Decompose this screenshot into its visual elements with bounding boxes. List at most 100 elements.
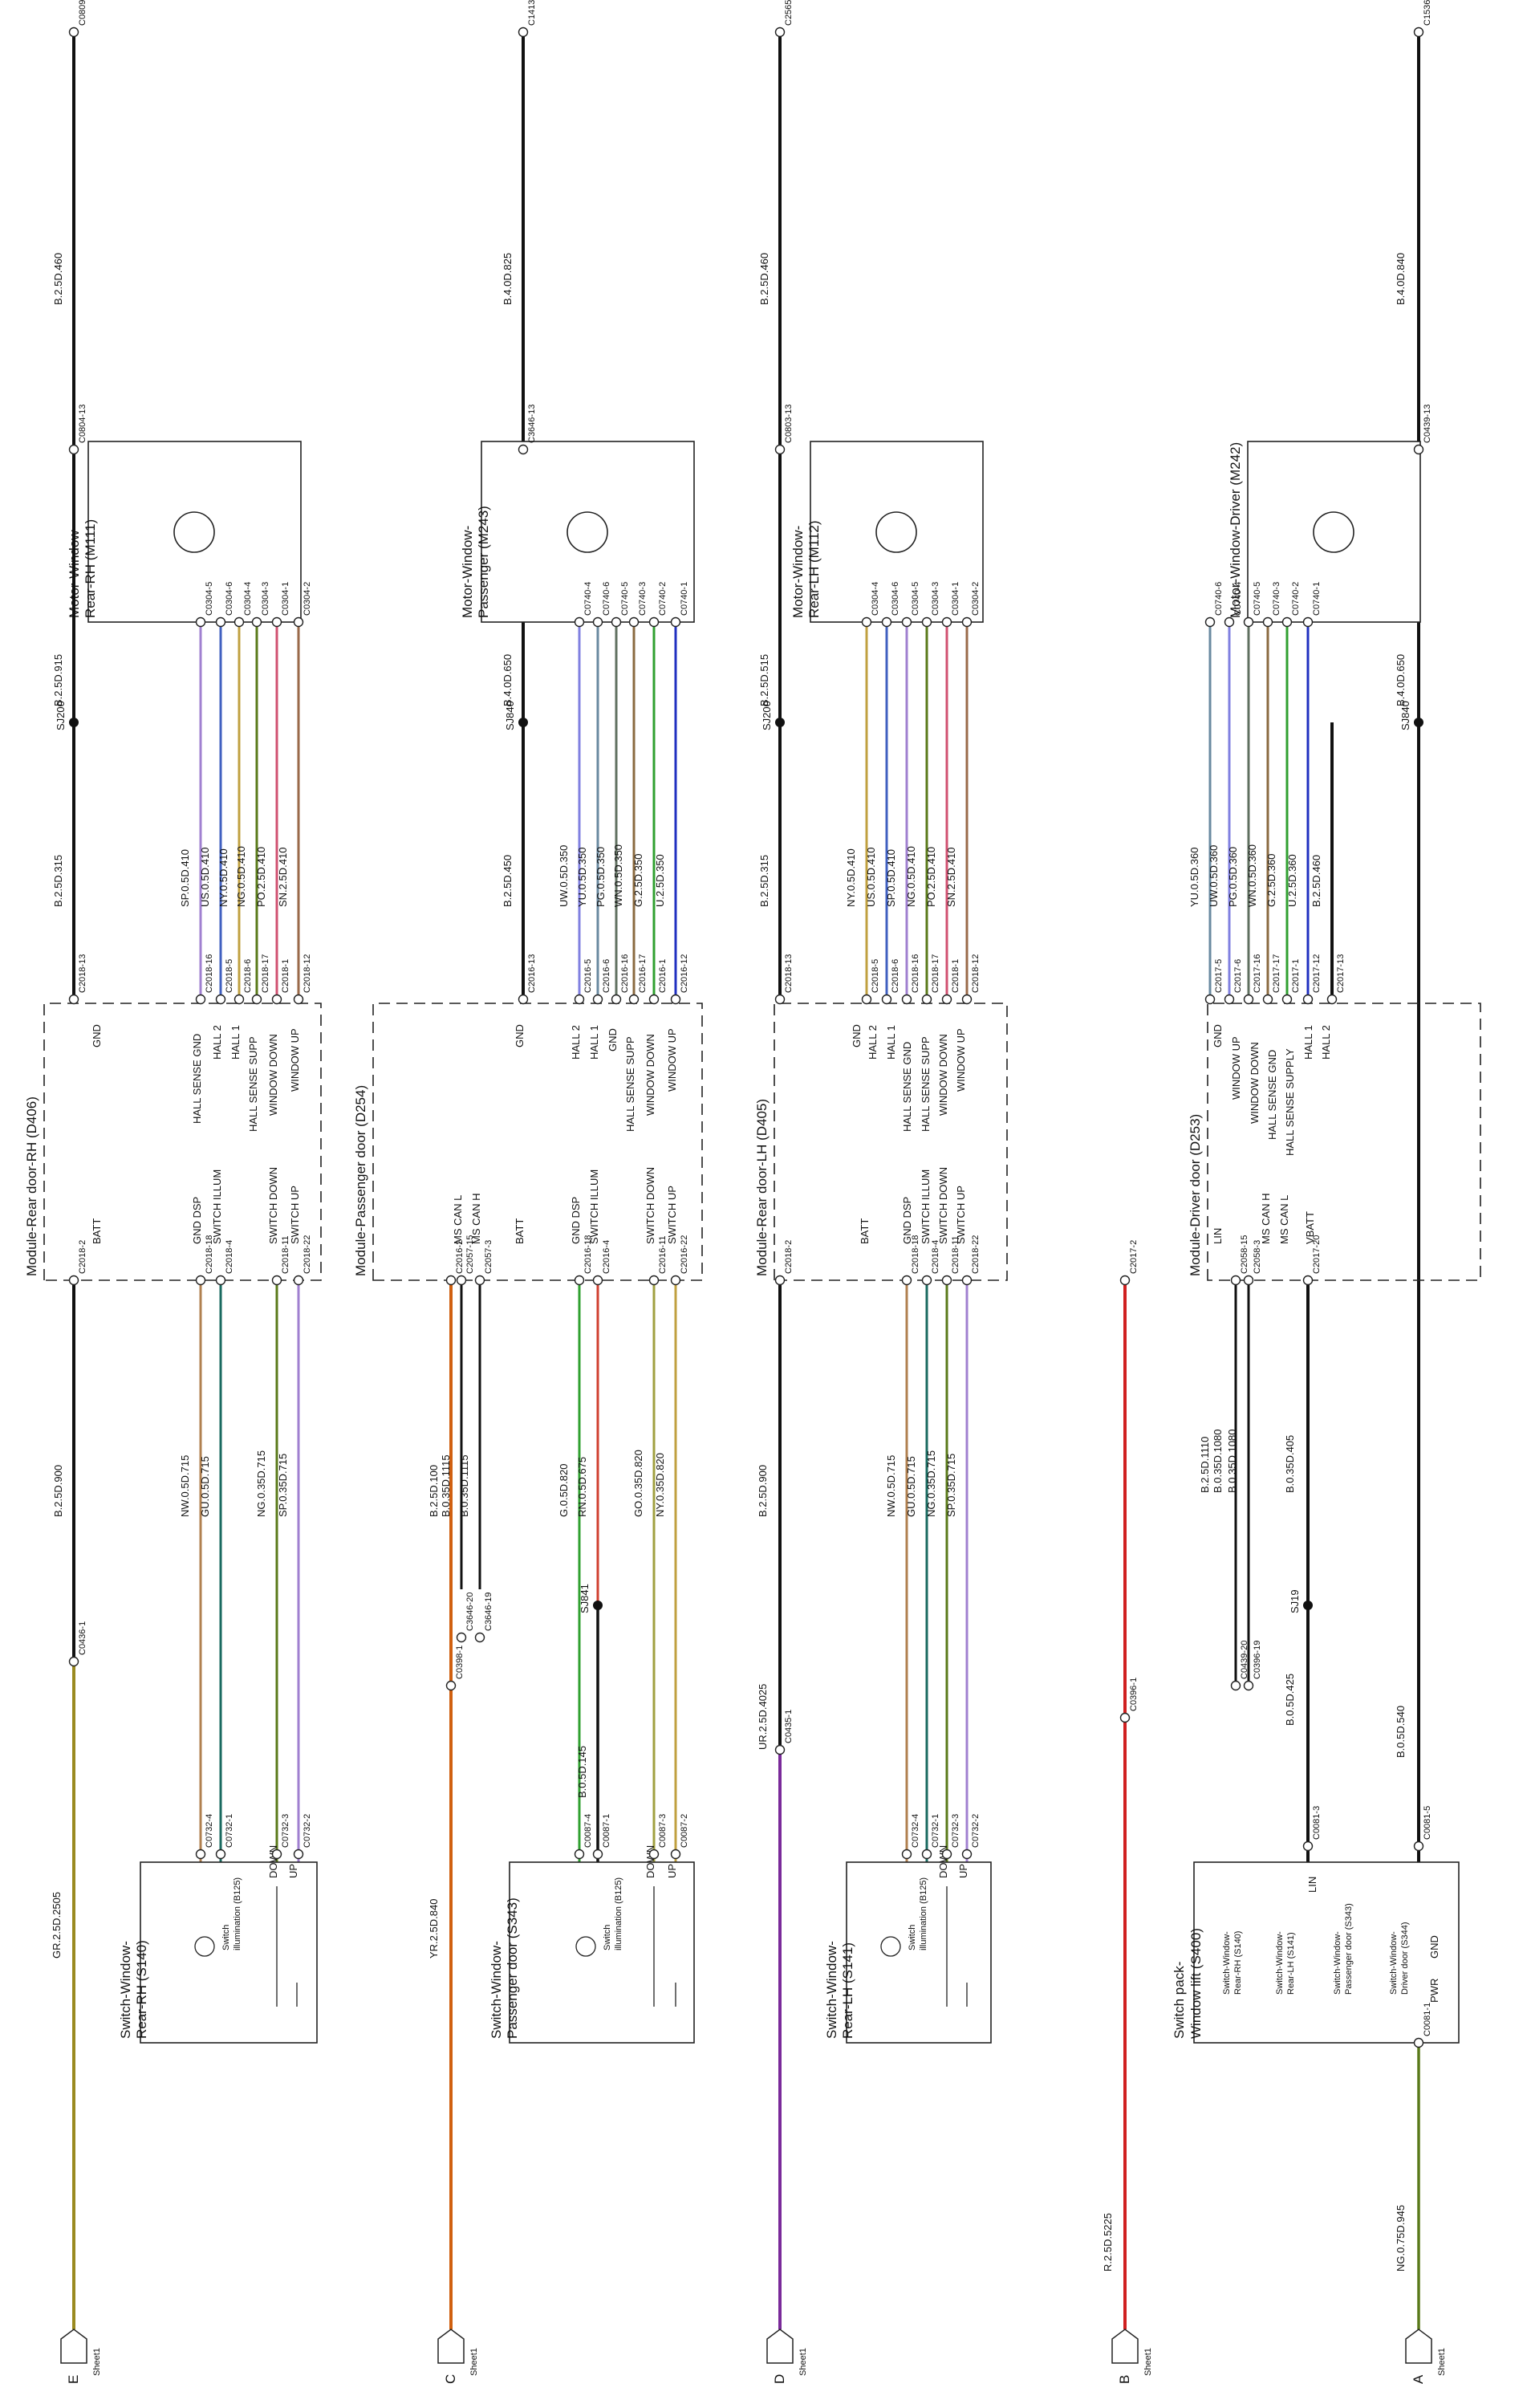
connector-pin[interactable] xyxy=(1230,1680,1241,1691)
connector-pin[interactable] xyxy=(456,1275,467,1286)
connector-pin[interactable] xyxy=(1243,616,1254,628)
connector-pin[interactable] xyxy=(293,1275,304,1286)
connector-pin[interactable] xyxy=(518,994,529,1005)
connector-pin[interactable] xyxy=(1302,616,1314,628)
connector-pin[interactable] xyxy=(215,1275,226,1286)
sheet-ref-C[interactable]: C Sheet1 xyxy=(437,2329,479,2384)
motor-window-driver-m242[interactable]: Motor-Window-Driver (M242) xyxy=(1228,441,1421,623)
connector-pin[interactable] xyxy=(648,1849,660,1860)
connector-pin[interactable] xyxy=(518,444,529,455)
connector-pin[interactable] xyxy=(1413,1841,1424,1852)
connector-pin[interactable] xyxy=(961,1849,973,1860)
connector-pin[interactable] xyxy=(628,994,640,1005)
sheet-ref-D[interactable]: D Sheet1 xyxy=(766,2329,808,2384)
connector-pin[interactable] xyxy=(901,1275,912,1286)
connector-pin[interactable] xyxy=(670,616,681,628)
connector-pin[interactable] xyxy=(901,1849,912,1860)
connector-pin[interactable] xyxy=(293,1849,304,1860)
module-rear-door-rh-d406[interactable]: Module-Rear door-RH (D406) SWITCH UP SWI… xyxy=(24,1003,322,1281)
connector-pin[interactable] xyxy=(474,1632,485,1643)
connector-pin[interactable] xyxy=(251,994,262,1005)
connector-pin[interactable] xyxy=(670,1275,681,1286)
connector-pin[interactable] xyxy=(941,616,952,628)
connector-pin[interactable] xyxy=(921,1275,932,1286)
connector-pin[interactable] xyxy=(195,1275,206,1286)
connector-pin[interactable] xyxy=(1204,616,1216,628)
switch-window-rear-rh-s140[interactable]: Switch-Window- Rear-RH (S140) UP DOWN Sw… xyxy=(118,1845,318,2044)
connector-pin[interactable] xyxy=(670,994,681,1005)
connector-pin[interactable] xyxy=(68,444,79,455)
connector-pin[interactable] xyxy=(1281,616,1293,628)
connector-pin[interactable] xyxy=(1413,444,1424,455)
connector-pin[interactable] xyxy=(68,26,79,38)
connector-pin[interactable] xyxy=(293,994,304,1005)
connector-pin[interactable] xyxy=(1224,616,1235,628)
connector-pin[interactable] xyxy=(921,616,932,628)
module-rear-door-lh-d405[interactable]: Module-Rear door-LH (D405) SWITCH UP SWI… xyxy=(754,1003,1008,1281)
motor-window-rear-rh-m111[interactable]: Motor-Window- Rear-RH (M111) xyxy=(67,441,302,623)
connector-pin[interactable] xyxy=(774,1744,786,1755)
connector-pin[interactable] xyxy=(961,616,973,628)
connector-pin[interactable] xyxy=(215,1849,226,1860)
connector-pin[interactable] xyxy=(881,994,892,1005)
connector-pin[interactable] xyxy=(921,1849,932,1860)
connector-pin[interactable] xyxy=(774,1275,786,1286)
connector-pin[interactable] xyxy=(195,1849,206,1860)
connector-pin[interactable] xyxy=(271,616,282,628)
connector-pin[interactable] xyxy=(961,994,973,1005)
connector-pin[interactable] xyxy=(648,1275,660,1286)
connector-pin[interactable] xyxy=(68,994,79,1005)
connector-pin[interactable] xyxy=(941,1275,952,1286)
module-driver-door-d253[interactable]: Module-Driver door (D253) LIN MS CAN H M… xyxy=(1188,1003,1481,1281)
connector-pin[interactable] xyxy=(861,994,872,1005)
sheet-ref-E[interactable]: E Sheet1 xyxy=(60,2329,102,2384)
connector-pin[interactable] xyxy=(474,1275,485,1286)
connector-pin[interactable] xyxy=(628,616,640,628)
connector-pin[interactable] xyxy=(901,616,912,628)
connector-pin[interactable] xyxy=(445,1275,457,1286)
connector-pin[interactable] xyxy=(215,994,226,1005)
connector-pin[interactable] xyxy=(1302,994,1314,1005)
sheet-ref-A[interactable]: A Sheet1 xyxy=(1405,2329,1447,2384)
connector-pin[interactable] xyxy=(574,994,585,1005)
connector-pin[interactable] xyxy=(271,994,282,1005)
switch-window-passenger-s343[interactable]: Switch-Window- Passenger door (S343) UP … xyxy=(489,1845,695,2044)
connector-pin[interactable] xyxy=(1243,1275,1254,1286)
connector-pin[interactable] xyxy=(1326,994,1338,1005)
motor-window-passenger-m243[interactable]: Motor-Window- Passenger (M243) xyxy=(460,441,695,623)
connector-pin[interactable] xyxy=(611,616,622,628)
connector-pin[interactable] xyxy=(1413,2037,1424,2048)
connector-pin[interactable] xyxy=(774,26,786,38)
connector-pin[interactable] xyxy=(1262,994,1273,1005)
connector-pin[interactable] xyxy=(456,1632,467,1643)
motor-window-rear-lh-m112[interactable]: Motor-Window- Rear-LH (M112) xyxy=(790,441,984,623)
switch-pack-s400[interactable]: Switch pack- Window lift (S400) PWR GND … xyxy=(1172,1861,1460,2044)
connector-pin[interactable] xyxy=(921,994,932,1005)
connector-pin[interactable] xyxy=(881,616,892,628)
connector-pin[interactable] xyxy=(234,994,245,1005)
connector-pin[interactable] xyxy=(1204,994,1216,1005)
sheet-ref-B[interactable]: B Sheet1 xyxy=(1111,2329,1153,2384)
connector-pin[interactable] xyxy=(251,616,262,628)
connector-pin[interactable] xyxy=(1281,994,1293,1005)
connector-pin[interactable] xyxy=(1224,994,1235,1005)
connector-pin[interactable] xyxy=(195,994,206,1005)
connector-pin[interactable] xyxy=(611,994,622,1005)
connector-pin[interactable] xyxy=(774,444,786,455)
module-passenger-door-d254[interactable]: Module-Passenger door (D254) SWITCH UP S… xyxy=(353,1003,703,1281)
connector-pin[interactable] xyxy=(901,994,912,1005)
connector-pin[interactable] xyxy=(592,1849,603,1860)
connector-pin[interactable] xyxy=(961,1275,973,1286)
connector-pin[interactable] xyxy=(574,1275,585,1286)
connector-pin[interactable] xyxy=(271,1849,282,1860)
connector-pin[interactable] xyxy=(861,616,872,628)
connector-pin[interactable] xyxy=(215,616,226,628)
connector-pin[interactable] xyxy=(574,616,585,628)
connector-pin[interactable] xyxy=(670,1849,681,1860)
connector-pin[interactable] xyxy=(1302,1275,1314,1286)
connector-pin[interactable] xyxy=(774,994,786,1005)
connector-pin[interactable] xyxy=(1413,26,1424,38)
connector-pin[interactable] xyxy=(1262,616,1273,628)
connector-pin[interactable] xyxy=(271,1275,282,1286)
connector-pin[interactable] xyxy=(445,1680,457,1691)
